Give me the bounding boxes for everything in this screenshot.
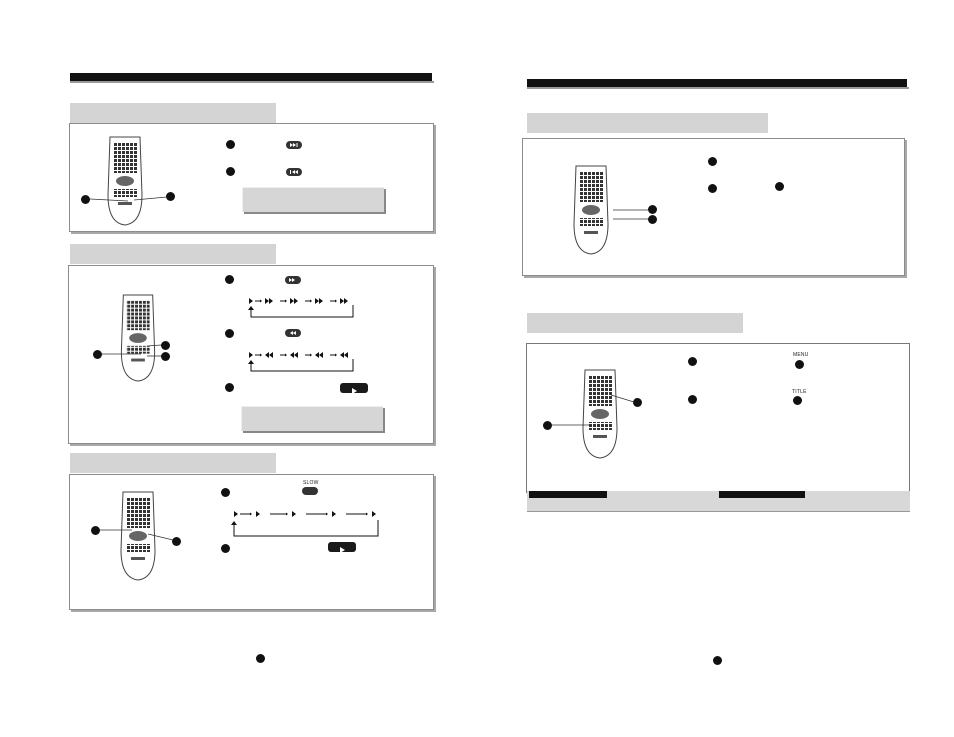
step-2-marker — [225, 329, 234, 338]
callout-marker — [648, 215, 657, 224]
step-2-marker — [708, 184, 717, 193]
menu-section-header — [527, 313, 743, 333]
menu-footer-bar — [527, 491, 910, 512]
left-page-number-marker — [256, 654, 265, 663]
callout-marker — [172, 537, 181, 546]
callout-marker — [81, 195, 90, 204]
repeat-section-header — [527, 113, 768, 133]
remote-control-image — [573, 165, 609, 255]
search-section-header — [70, 244, 276, 264]
callout-marker — [543, 421, 552, 430]
callout-marker — [161, 352, 170, 361]
step-2-marker — [221, 544, 230, 553]
step-2-button-marker — [775, 182, 784, 191]
right-page-top-bar — [527, 79, 909, 89]
fast-reverse-button-icon — [285, 329, 301, 337]
search-section-box — [68, 265, 434, 444]
left-page-top-bar — [70, 73, 434, 83]
step-1-marker — [225, 275, 234, 284]
callout-marker — [93, 350, 102, 359]
remote-control-image — [120, 491, 156, 581]
callout-line — [89, 196, 168, 202]
repeat-section-box — [522, 138, 905, 276]
callout-line — [102, 344, 162, 357]
step-1-marker — [226, 140, 235, 149]
callout-line — [100, 529, 174, 541]
step-1-marker — [708, 157, 717, 166]
callout-marker — [91, 526, 100, 535]
callout-marker — [633, 398, 642, 407]
callout-marker — [166, 192, 175, 201]
footer-tab-right — [719, 491, 805, 498]
callout-line — [552, 394, 635, 426]
skip-section-box — [69, 123, 434, 232]
footer-tab-left — [529, 491, 607, 498]
menu-button-label: MENU — [793, 352, 809, 358]
search-note-box — [241, 406, 383, 431]
fast-reverse-speed-sequence — [248, 352, 354, 372]
title-button-icon — [793, 396, 802, 405]
play-button-icon — [340, 383, 368, 394]
step-1-marker — [688, 357, 697, 366]
fast-forward-button-icon — [285, 276, 301, 284]
step-2-marker — [688, 395, 697, 404]
step-1-marker — [221, 488, 230, 497]
right-page-number-marker — [713, 656, 722, 665]
skip-section-header — [70, 103, 276, 123]
remote-control-image — [582, 369, 618, 459]
callout-marker — [648, 205, 657, 214]
slow-section-header — [70, 453, 276, 473]
step-3-marker — [225, 383, 234, 392]
menu-section-box: MENU TITLE — [526, 343, 910, 493]
slow-button-icon — [302, 487, 318, 495]
menu-button-icon — [795, 360, 804, 369]
step-2-marker — [226, 167, 235, 176]
fast-forward-speed-sequence — [248, 298, 354, 318]
remote-control-image — [107, 136, 143, 226]
previous-skip-button-icon — [286, 168, 302, 176]
next-skip-button-icon — [286, 141, 302, 149]
slow-section-box: SLOW — [69, 474, 434, 610]
play-button-icon — [328, 542, 356, 553]
remote-control-image — [120, 294, 156, 382]
slow-button-label: SLOW — [303, 480, 319, 486]
title-button-label: TITLE — [792, 389, 807, 395]
callout-line — [613, 209, 648, 220]
callout-marker — [161, 341, 170, 350]
slow-speed-sequence — [231, 511, 379, 537]
skip-note-box — [242, 187, 384, 212]
